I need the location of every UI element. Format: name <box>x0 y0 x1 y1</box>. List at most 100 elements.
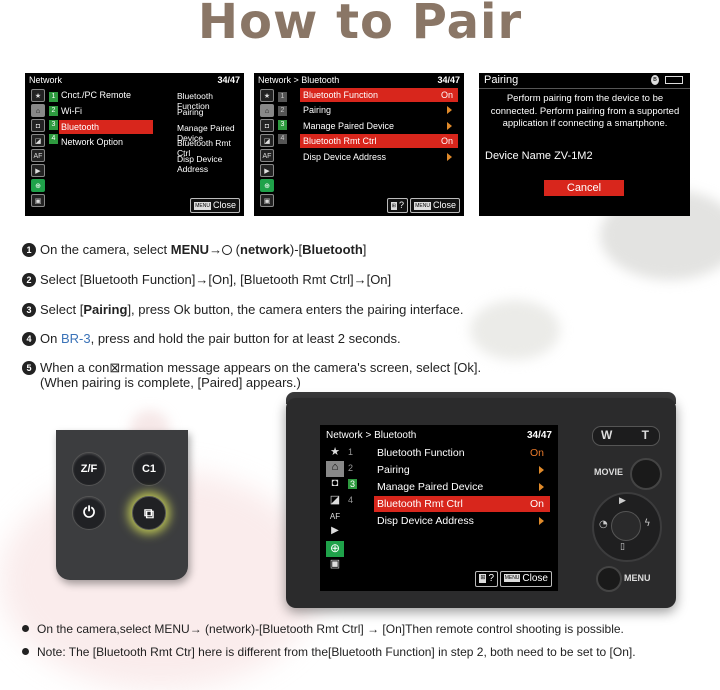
step-number: 2 <box>22 273 36 287</box>
exposure-icon: ◪ <box>31 134 45 147</box>
bullet-icon <box>22 648 29 655</box>
help-button[interactable]: ⊞? <box>386 198 408 213</box>
cancel-button[interactable]: Cancel <box>544 180 624 196</box>
menu-badge-icon: MENU <box>194 201 211 210</box>
row-pairing[interactable]: Pairing <box>300 103 458 117</box>
step-text: On the camera, select <box>40 242 171 257</box>
network-icon: ⊕ <box>31 179 45 192</box>
zoom-lever[interactable]: W T <box>592 426 660 446</box>
camera-screen-pairing: Pairing ʙ Perform pairing from the devic… <box>479 73 690 216</box>
help-label: ? <box>488 573 494 584</box>
menu-badge-icon: MENU <box>414 201 431 210</box>
step-number: 4 <box>22 332 36 346</box>
close-label: Close <box>522 573 548 584</box>
af-icon: AF <box>329 512 341 521</box>
trash-icon: ▯ <box>620 542 625 552</box>
product-name-link: BR-3 <box>60 331 91 346</box>
home-icon: ⌂ <box>31 104 45 117</box>
row-manage-paired-device[interactable]: Manage Paired Device <box>374 479 550 495</box>
menu-number: 3 <box>49 120 58 130</box>
playback-icon: ▶ <box>331 525 339 536</box>
note-text: Note: The [Bluetooth Rmt Ctr] here is di… <box>37 645 636 659</box>
zoom-w-label: W <box>601 428 613 442</box>
menu-badge-icon: MENU <box>503 574 521 583</box>
row-value: On <box>440 136 453 146</box>
menu-item-bluetooth[interactable]: Bluetooth <box>59 120 153 134</box>
center-button[interactable] <box>611 511 641 541</box>
row-disp-device-address[interactable]: Disp Device Address <box>300 150 458 164</box>
row-bluetooth-function[interactable]: Bluetooth Function On <box>374 445 550 461</box>
arrow-right-icon <box>447 153 452 161</box>
row-value: On <box>529 447 544 459</box>
submenu-item: Manage Paired Device <box>177 123 235 143</box>
row-pairing[interactable]: Pairing <box>374 462 550 478</box>
playback-icon: ▶ <box>619 496 626 506</box>
star-icon: ★ <box>330 446 340 458</box>
row-label: Manage Paired Device <box>377 481 484 493</box>
menu-number: 1 <box>348 447 354 457</box>
row-disp-device-address[interactable]: Disp Device Address <box>374 513 550 529</box>
power-button[interactable]: ⏻ <box>72 496 106 530</box>
home-icon: ⌂ <box>260 104 274 117</box>
arrow-right-icon <box>539 483 544 491</box>
screen-header: Network > Bluetooth 34/47 <box>258 75 460 87</box>
zf-button[interactable]: Z/F <box>72 452 106 486</box>
menu-item-network-option[interactable]: Network Option <box>61 137 124 147</box>
step-number: 1 <box>22 243 36 257</box>
zoom-t-label: T <box>641 428 649 442</box>
menu-item-cnct-pc-remote[interactable]: Cnct./PC Remote <box>61 90 132 100</box>
camera-screen-network: Network 34/47 ★ ⌂ ◘ ◪ AF ▶ ⊕ ▣ 1 2 3 4 C… <box>25 73 244 216</box>
globe-icon <box>222 245 233 255</box>
self-timer-icon: ◔ <box>599 519 608 530</box>
row-label: Disp Device Address <box>377 515 474 527</box>
screen-header-title: Network > Bluetooth <box>326 430 417 441</box>
submenu-item: Pairing <box>177 107 204 117</box>
menu-number: 2 <box>348 463 354 473</box>
arrow-right-icon <box>539 466 544 474</box>
menu-number: 1 <box>49 92 58 102</box>
menu-button[interactable] <box>596 566 622 592</box>
note-2: Note: The [Bluetooth Rmt Ctr] here is di… <box>22 645 636 659</box>
toolbox-icon: ▣ <box>329 558 341 570</box>
menu-label: MENU <box>624 573 651 583</box>
step-number: 3 <box>22 303 36 317</box>
step-text-bold: Bluetooth <box>302 242 363 257</box>
menu-number-column: 1 2 3 4 <box>348 447 358 511</box>
row-manage-paired-device[interactable]: Manage Paired Device <box>300 119 458 133</box>
pair-button[interactable]: ⧉ <box>132 496 166 530</box>
arrow-right-icon <box>447 122 452 130</box>
step-text: ( <box>232 242 241 257</box>
c1-button[interactable]: C1 <box>132 452 166 486</box>
paint-splash <box>470 300 560 360</box>
menu-number: 2 <box>278 106 287 116</box>
home-icon: ⌂ <box>326 461 344 477</box>
step-text-bold: Pairing <box>83 302 128 317</box>
toolbox-icon: ▣ <box>260 194 274 207</box>
menu-item-wifi[interactable]: Wi-Fi <box>61 106 82 116</box>
battery-icon <box>665 76 683 84</box>
menu-number: 4 <box>278 134 287 144</box>
help-button[interactable]: ⊞? <box>475 571 498 587</box>
step-number: 5 <box>22 361 36 375</box>
row-label: Bluetooth Function <box>377 447 465 459</box>
note-1: On the camera,select MENU→ (network)-[Bl… <box>22 622 624 636</box>
menu-number: 4 <box>49 134 58 144</box>
movie-button[interactable] <box>630 458 662 490</box>
page-indicator: 34/47 <box>217 75 240 85</box>
menu-number: 3 <box>348 479 358 489</box>
control-wheel[interactable] <box>592 492 662 562</box>
flash-icon: ϟ <box>644 518 651 529</box>
step-text: On <box>40 331 61 346</box>
note-text: On the camera,select MENU→ (network)-[Bl… <box>37 622 624 636</box>
screen-header: Network > Bluetooth 34/47 <box>326 430 552 441</box>
row-label: Bluetooth Rmt Ctrl <box>377 498 463 510</box>
camera-icon: ◘ <box>31 119 45 132</box>
af-icon: AF <box>31 149 45 162</box>
step-text: , press and hold the pair button for at … <box>90 331 401 346</box>
